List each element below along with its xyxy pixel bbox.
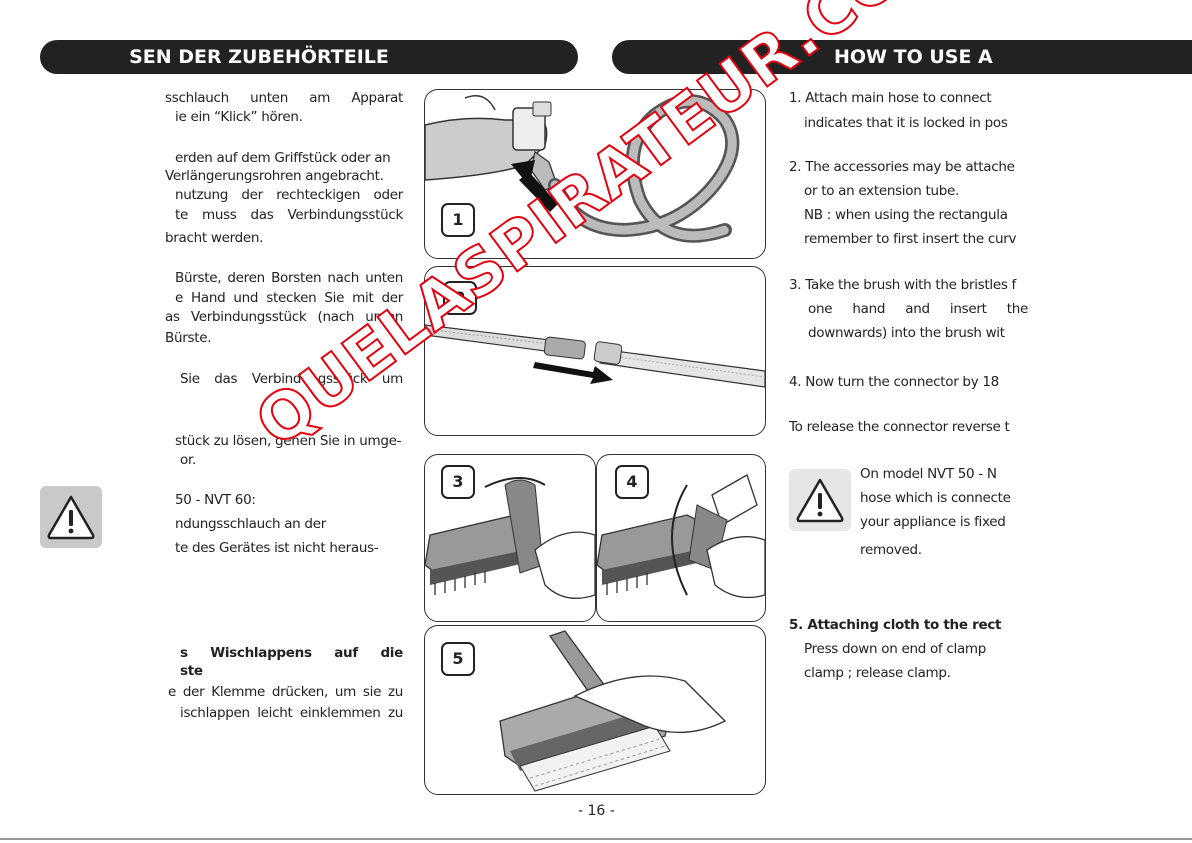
brush-insert-illustration [425, 476, 595, 599]
connector-rotate-illustration [597, 474, 765, 599]
hose-connection-illustration [425, 94, 740, 243]
extension-tube-illustration [425, 324, 765, 388]
right-s1-line2: indicates that it is locked in pos [804, 115, 1008, 131]
figure-5-panel: 5 [424, 625, 766, 795]
left-p2-line1: erden auf dem Griffstück oder an [175, 150, 391, 166]
right-section-banner: HOW TO USE A [612, 40, 1192, 74]
right-s5-line1: Press down on end of clamp [804, 641, 987, 657]
left-section-title: SEN DER ZUBEHÖRTEILE [129, 46, 389, 68]
right-warning-line4: removed. [860, 542, 922, 558]
page-number: - 16 - [578, 803, 615, 819]
left-p2-line5: bracht werden. [165, 230, 264, 246]
left-p2-line3: nutzung der rechteckigen oder [175, 187, 403, 203]
figure-1-panel: 1 [424, 89, 766, 259]
right-warning-box [789, 469, 851, 531]
figure-2-panel: 2 [424, 266, 766, 436]
left-p6-heading-line2: ste [180, 663, 203, 679]
warning-icon [47, 495, 95, 540]
left-p6-heading-line1: s Wischlappens auf die [180, 645, 403, 661]
figure-5-label: 5 [441, 642, 475, 676]
right-s3-line3: downwards) into the brush wit [808, 325, 1005, 341]
right-s3-line2: one hand and insert the [808, 301, 1028, 317]
right-s2-line2: or to an extension tube. [804, 183, 959, 199]
right-section-title: HOW TO USE A [834, 46, 993, 68]
warning-icon [796, 478, 844, 523]
left-p6-line2: ischlappen leicht einklemmen zu [180, 705, 403, 721]
left-warning-line1: 50 - NVT 60: [175, 492, 256, 508]
left-p1-line2: ie ein “Klick” hören. [175, 109, 303, 125]
right-s1-line1: 1. Attach main hose to connect [789, 90, 992, 106]
figure-3-panel: 3 [424, 454, 596, 622]
right-s3-line1: 3. Take the brush with the bristles f [789, 277, 1017, 293]
left-p1-line1: sschlauch unten am Apparat [165, 90, 403, 106]
left-p5-line2: or. [180, 452, 196, 468]
right-s2-line3: NB : when using the rectangula [804, 207, 1008, 223]
left-p3-line1: Bürste, deren Borsten nach unten [175, 270, 403, 286]
figure-4-label: 4 [615, 465, 649, 499]
right-warning-line1: On model NVT 50 - N [860, 466, 997, 482]
figure-2-label: 2 [443, 281, 477, 315]
left-p2-line2: Verlängerungsrohren angebracht. [165, 168, 384, 184]
left-p6-line1: e der Klemme drücken, um sie zu [168, 684, 403, 700]
right-s2-line1: 2. The accessories may be attache [789, 159, 1015, 175]
left-p3-line2: e Hand und stecken Sie mit der [175, 290, 403, 306]
left-warning-line3: te des Gerätes ist nicht heraus- [175, 540, 379, 556]
left-p3-line4: Bürste. [165, 330, 212, 346]
left-p4-line1: Sie das Verbindungsstück um [180, 371, 403, 387]
right-s4-line1: 4. Now turn the connector by 18 [789, 374, 999, 390]
figure-4-panel: 4 [596, 454, 766, 622]
figure-3-label: 3 [441, 465, 475, 499]
right-warning-line2: hose which is connecte [860, 490, 1011, 506]
left-p2-line4: te muss das Verbindungsstück [175, 207, 403, 223]
left-p3-line3: as Verbindungsstück (nach unten [165, 309, 403, 325]
left-p5-line1: stück zu lösen, gehen Sie in umge- [175, 433, 402, 449]
right-s5-heading: 5. Attaching cloth to the rect [789, 617, 1002, 633]
figure-1-label: 1 [441, 203, 475, 237]
left-section-banner: SEN DER ZUBEHÖRTEILE [40, 40, 578, 74]
left-warning-line2: ndungsschlauch an der [175, 516, 326, 532]
right-s2-line4: remember to first insert the curv [804, 231, 1017, 247]
right-warning-line3: your appliance is fixed [860, 514, 1006, 530]
right-release-text: To release the connector reverse t [789, 419, 1010, 435]
footer-divider [0, 838, 1192, 840]
cloth-attach-illustration [499, 630, 727, 792]
right-s5-line2: clamp ; release clamp. [804, 665, 951, 681]
left-warning-box [40, 486, 102, 548]
